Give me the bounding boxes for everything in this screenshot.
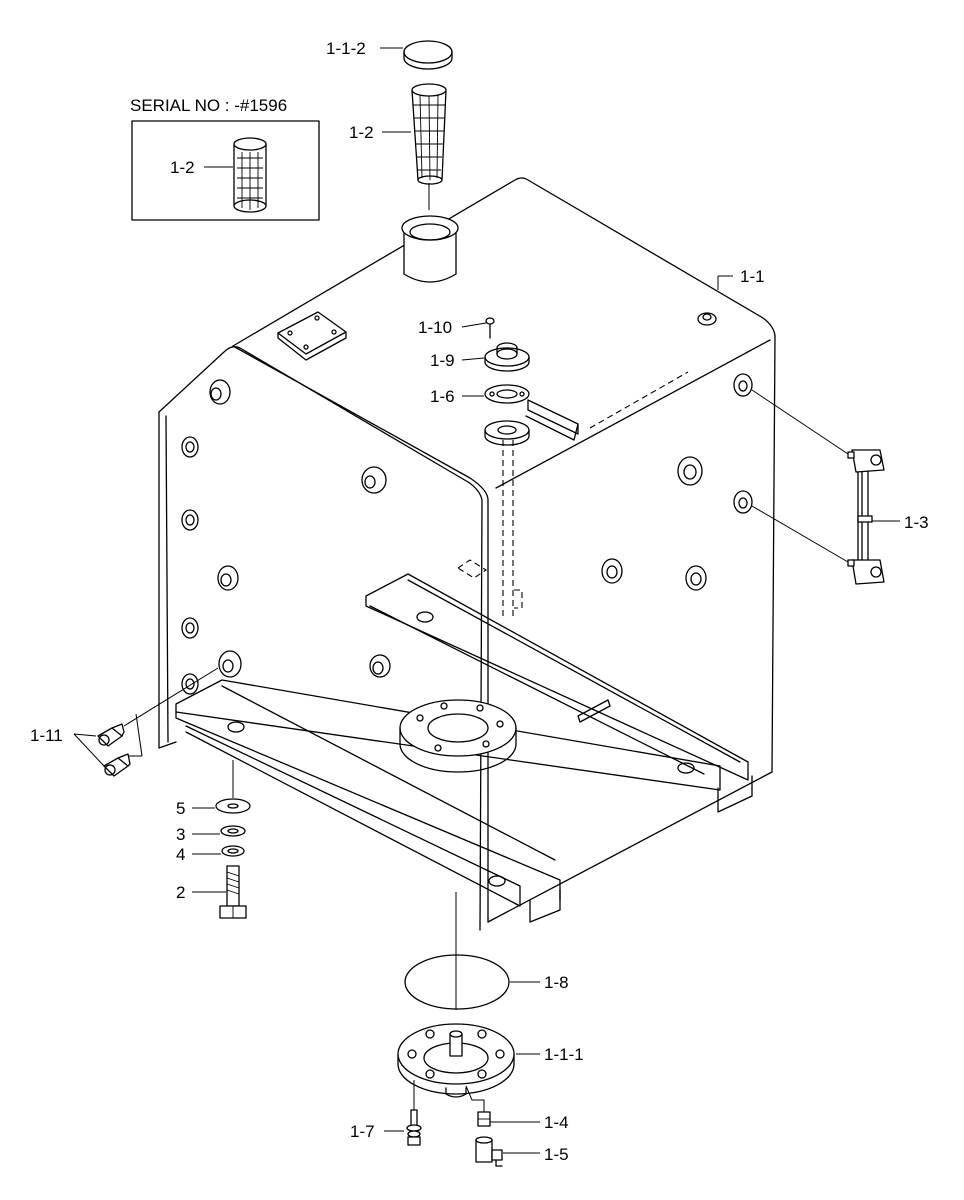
label-mount-bolt: 2	[176, 883, 185, 902]
label-strainer: 1-2	[349, 123, 374, 142]
label-bolt-top: 1-10	[418, 318, 452, 337]
bottom-cover	[397, 1023, 515, 1098]
mount-bolt-icon	[219, 865, 247, 919]
tank-cap	[403, 40, 453, 70]
label-cap: 1-1-2	[326, 39, 366, 58]
label-washer-spring: 3	[176, 825, 185, 844]
serial-note-text: SERIAL NO : -#1596	[130, 96, 287, 115]
o-ring	[404, 954, 510, 1010]
level-gauge	[847, 449, 885, 585]
washer-spring-icon	[220, 825, 246, 837]
label-tank: 1-1	[740, 267, 765, 286]
label-plugs: 1-11	[30, 726, 63, 745]
serial-inset: SERIAL NO : -#1596 1-2	[130, 96, 320, 221]
label-flange-top: 1-9	[430, 351, 455, 370]
label-drain-cock: 1-5	[544, 1145, 569, 1164]
washer-plain-icon	[221, 845, 245, 857]
label-level-gauge: 1-3	[904, 513, 929, 532]
hydraulic-tank	[158, 177, 776, 931]
inset-frame	[131, 120, 320, 221]
label-bottom-cover: 1-1-1	[544, 1045, 584, 1064]
label-washer-plain: 4	[176, 845, 185, 864]
label-cover-bolt: 1-7	[350, 1122, 375, 1141]
drain-cock-icon	[475, 1136, 503, 1167]
strainer-old-icon	[233, 137, 267, 213]
label-o-ring: 1-8	[544, 973, 569, 992]
plugs	[97, 723, 131, 777]
label-drain-fitting: 1-4	[544, 1113, 569, 1132]
drain-fitting-icon	[477, 1111, 491, 1127]
label-strainer-old: 1-2	[170, 158, 195, 177]
cover-bolt-icon	[406, 1109, 422, 1146]
label-washer-flat: 5	[176, 799, 185, 818]
washer-flat-icon	[215, 798, 251, 814]
label-gasket-top: 1-6	[430, 387, 455, 406]
top-flange-stack	[484, 317, 579, 446]
suction-strainer	[411, 83, 447, 185]
